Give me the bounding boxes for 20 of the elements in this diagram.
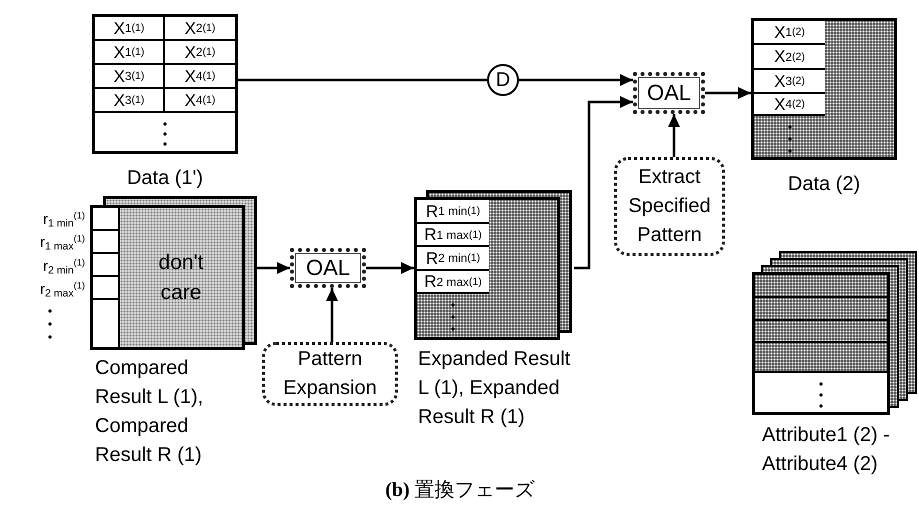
junction-circle: D bbox=[487, 64, 519, 96]
table-caption: Data (2) bbox=[786, 172, 862, 197]
annotation-box: Pattern Expansion bbox=[262, 342, 398, 406]
arrow bbox=[705, 87, 751, 99]
arrow bbox=[668, 114, 680, 157]
arrow bbox=[257, 262, 290, 274]
connector-line bbox=[238, 78, 487, 82]
table-caption: Attribute1 (2) - Attribute4 (2) bbox=[762, 423, 891, 477]
figure-caption: (b) 置換フェーズ bbox=[384, 478, 536, 503]
arrow bbox=[326, 288, 338, 342]
annotation-box: Extract Specified Pattern bbox=[614, 157, 725, 256]
arrow bbox=[574, 96, 633, 270]
process-box: OAL bbox=[633, 72, 705, 114]
process-box: OAL bbox=[290, 248, 366, 288]
arrow bbox=[366, 262, 414, 274]
table-caption: Expanded Result L (1), Expanded Result R (1) bbox=[418, 347, 572, 430]
shaded-area: don't care bbox=[118, 208, 242, 347]
arrow bbox=[519, 74, 633, 86]
table-caption: Compared Result L (1), Compared Result R (1) bbox=[95, 356, 204, 468]
table-caption: Data (1') bbox=[126, 166, 204, 191]
